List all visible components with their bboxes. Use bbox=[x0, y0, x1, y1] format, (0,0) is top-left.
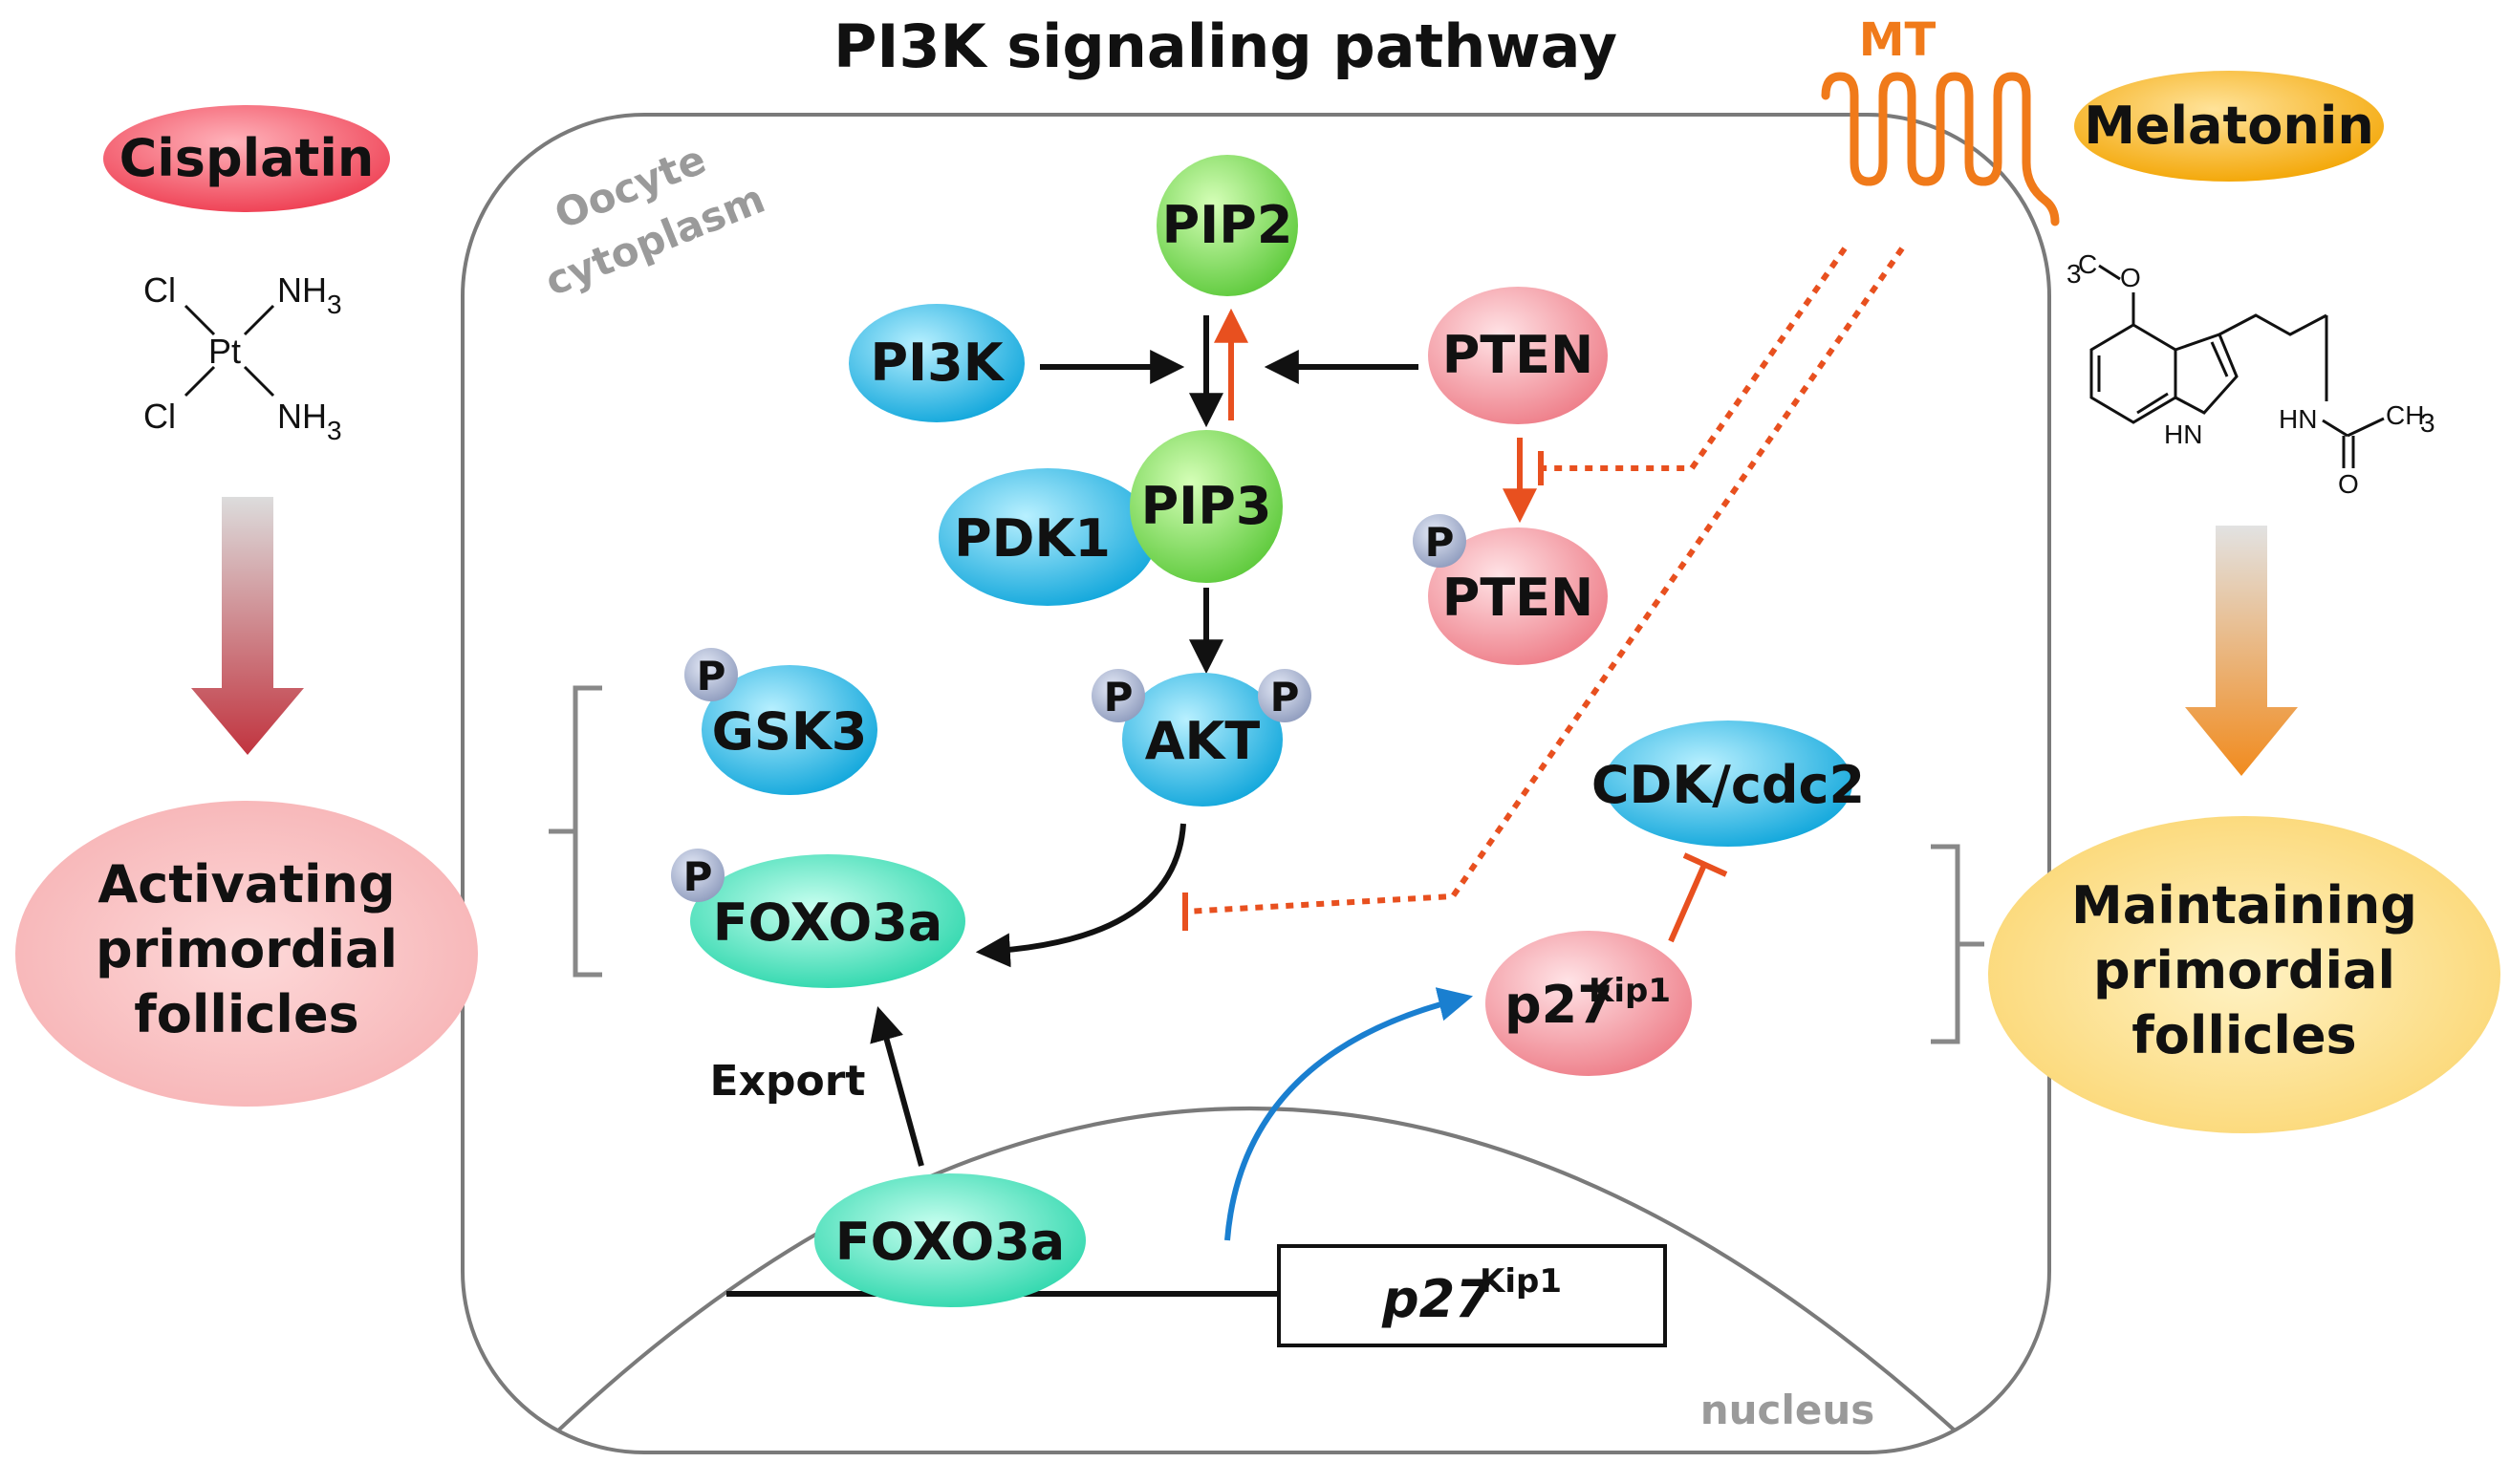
p27-gene-label: p27 bbox=[1381, 1269, 1491, 1329]
melatonin-structure: 3 C O HN HN CH 3 O bbox=[2066, 249, 2435, 499]
arrow-foxo3a-export bbox=[870, 1006, 924, 1167]
svg-text:3: 3 bbox=[2420, 408, 2435, 438]
node-cdk-label: CDK/cdc2 bbox=[1591, 755, 1865, 815]
left-bracket bbox=[549, 685, 602, 978]
phospho-badge-gsk3: P bbox=[684, 648, 738, 701]
p27-inhibit-cdk-line bbox=[1668, 863, 1707, 943]
node-p27-label: p27 bbox=[1504, 975, 1613, 1035]
node-pip3: PIP3 bbox=[1130, 430, 1283, 583]
svg-text:P: P bbox=[1425, 519, 1455, 566]
node-pten-label: PTEN bbox=[1442, 325, 1594, 385]
maintaining-line1: Maintaining bbox=[2071, 875, 2417, 936]
nucleus-label: nucleus bbox=[1700, 1387, 1874, 1433]
svg-text:Pt: Pt bbox=[208, 332, 241, 371]
node-gsk3: GSK3 bbox=[702, 665, 877, 795]
svg-text:O: O bbox=[2120, 263, 2141, 292]
cisplatin-label: Cisplatin bbox=[119, 128, 375, 188]
export-label: Export bbox=[710, 1057, 866, 1106]
svg-text:P: P bbox=[1104, 674, 1134, 720]
oocyte-cell-outline bbox=[461, 113, 2051, 1454]
activating-follicles-blob bbox=[15, 801, 478, 1107]
node-akt: AKT bbox=[1122, 673, 1283, 807]
phospho-badge-akt-right: P bbox=[1258, 669, 1311, 722]
svg-text:P: P bbox=[683, 853, 713, 900]
svg-text:NH: NH bbox=[277, 270, 327, 310]
arrow-akt-to-foxo3a bbox=[975, 823, 1186, 968]
mt-inhibit-pten-line bbox=[1541, 247, 1848, 471]
activating-line2: primordial bbox=[96, 919, 398, 979]
node-cdk-cdc2: CDK/cdc2 bbox=[1591, 720, 1865, 847]
activating-line1: Activating bbox=[97, 854, 395, 914]
svg-text:NH: NH bbox=[277, 397, 327, 436]
activating-line3: follicles bbox=[134, 984, 358, 1044]
svg-text:3: 3 bbox=[327, 290, 342, 319]
node-pip2: PIP2 bbox=[1157, 155, 1298, 296]
cisplatin-structure: Cl Cl Pt NH 3 NH 3 bbox=[143, 270, 342, 445]
mt-receptor-label: MT bbox=[1859, 13, 1937, 67]
node-pdk1: PDK1 bbox=[939, 468, 1157, 606]
cisplatin-pill bbox=[103, 105, 390, 212]
diagram-title: PI3K signaling pathway bbox=[833, 11, 1617, 81]
maintaining-follicles-blob bbox=[1988, 816, 2500, 1133]
melatonin-pill bbox=[2074, 71, 2384, 182]
p27-gene-box bbox=[1277, 1244, 1667, 1347]
svg-text:P: P bbox=[1270, 674, 1300, 720]
svg-text:HN: HN bbox=[2164, 419, 2202, 449]
node-p27-sup: Kip1 bbox=[1589, 972, 1671, 1010]
maintaining-line2: primordial bbox=[2093, 940, 2395, 1000]
node-pip2-label: PIP2 bbox=[1162, 195, 1293, 255]
node-pten: PTEN bbox=[1428, 287, 1608, 424]
maintaining-line3: follicles bbox=[2131, 1005, 2356, 1065]
melatonin-label: Melatonin bbox=[2084, 96, 2374, 156]
node-gsk3-label: GSK3 bbox=[712, 701, 868, 762]
svg-text:O: O bbox=[2338, 469, 2359, 499]
mt-inhibit-akt-line bbox=[1184, 247, 1905, 914]
phospho-badge-akt-left: P bbox=[1092, 669, 1145, 722]
node-foxo3a-cyto-label: FOXO3a bbox=[713, 893, 943, 953]
node-akt-label: AKT bbox=[1145, 711, 1261, 771]
mt-receptor-shape bbox=[1821, 72, 2060, 226]
melatonin-effect-arrow bbox=[2185, 526, 2298, 776]
node-foxo3a-nuc-label: FOXO3a bbox=[835, 1212, 1066, 1272]
phospho-badge-pten: P bbox=[1413, 514, 1466, 568]
arrow-gene-to-p27 bbox=[1224, 987, 1474, 1241]
right-bracket bbox=[1931, 844, 1984, 1044]
svg-text:Cl: Cl bbox=[143, 270, 176, 310]
svg-text:P: P bbox=[697, 653, 726, 699]
node-pip3-label: PIP3 bbox=[1141, 476, 1272, 536]
svg-text:3: 3 bbox=[327, 416, 342, 445]
svg-text:C: C bbox=[2078, 249, 2097, 279]
p27-inhibit-cdk-bar bbox=[1682, 852, 1728, 877]
node-pi3k: PI3K bbox=[849, 304, 1025, 422]
node-pten-phosphorylated: PTEN bbox=[1428, 527, 1608, 665]
nucleus-outline bbox=[533, 1107, 1980, 1452]
phospho-badge-foxo3a: P bbox=[671, 849, 725, 902]
node-foxo3a-nucleus: FOXO3a bbox=[814, 1173, 1086, 1307]
node-pi3k-label: PI3K bbox=[870, 333, 1005, 393]
cisplatin-effect-arrow bbox=[191, 497, 304, 755]
node-pten-p-label: PTEN bbox=[1442, 568, 1594, 628]
node-foxo3a-cytoplasm: FOXO3a bbox=[690, 854, 965, 988]
svg-text:HN: HN bbox=[2279, 404, 2317, 434]
p27-gene-sup: Kip1 bbox=[1480, 1262, 1562, 1301]
svg-text:3: 3 bbox=[2066, 259, 2082, 289]
svg-text:CH: CH bbox=[2386, 400, 2424, 430]
node-pdk1-label: PDK1 bbox=[954, 508, 1111, 569]
svg-text:Cl: Cl bbox=[143, 397, 176, 436]
node-p27: p27 Kip1 bbox=[1485, 931, 1692, 1076]
